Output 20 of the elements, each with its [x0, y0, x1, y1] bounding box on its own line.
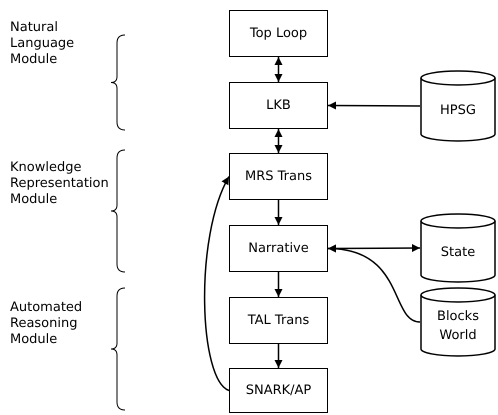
database-cylinder: State	[420, 213, 496, 283]
arrow	[274, 272, 282, 297]
module-label: Natural Language Module	[10, 20, 76, 68]
process-box: Narrative	[229, 225, 328, 272]
arrow	[204, 176, 230, 392]
arrow	[274, 344, 282, 368]
arrow	[274, 129, 282, 153]
module-label: Automated Reasoning Module	[10, 300, 84, 348]
arrow	[328, 245, 420, 323]
database-cylinder: Blocks World	[420, 287, 496, 357]
process-box: MRS Trans	[229, 153, 328, 200]
process-box: SNARK/AP	[229, 368, 328, 413]
arrow	[328, 244, 420, 252]
arrow	[274, 200, 282, 225]
arrow	[328, 102, 420, 110]
process-box: TAL Trans	[229, 297, 328, 344]
database-cylinder: HPSG	[420, 70, 496, 142]
process-box: Top Loop	[229, 10, 328, 57]
arrow	[274, 57, 282, 82]
process-box: LKB	[229, 82, 328, 129]
